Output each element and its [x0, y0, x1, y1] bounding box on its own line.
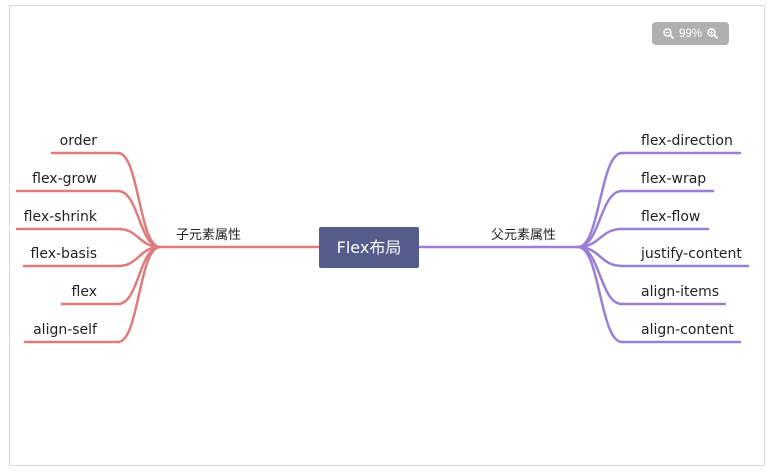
left-leaf-label: flex	[72, 284, 97, 300]
left-leaf-label: flex-basis	[31, 246, 97, 262]
right-branch-edges	[576, 151, 624, 344]
right-leaf-label: align-content	[641, 322, 734, 338]
right-edge-5	[576, 245, 624, 344]
zoom-level: 99%	[678, 27, 703, 40]
left-branch-edges	[116, 151, 162, 344]
left-leaf-label: order	[60, 133, 98, 149]
left-leaf-node[interactable]: flex-grow	[15, 171, 120, 193]
left-branch-label[interactable]: 子元素属性	[176, 228, 241, 243]
left-leaf-node[interactable]: align-self	[23, 322, 120, 344]
right-leaf-node[interactable]: align-content	[620, 322, 742, 344]
left-leaf-node[interactable]: flex-shrink	[15, 209, 120, 231]
zoom-out-icon[interactable]	[663, 28, 674, 39]
left-leaf-node[interactable]: flex-basis	[22, 246, 120, 268]
right-leaf-node[interactable]: flex-flow	[620, 209, 710, 231]
right-leaf-node[interactable]: flex-direction	[620, 133, 742, 155]
left-leaf-nodes: order flex-grow flex-shrink flex-basis flex a…	[15, 133, 120, 344]
left-edge-0	[116, 151, 162, 249]
right-branch-label[interactable]: 父元素属性	[491, 228, 556, 243]
right-leaf-node[interactable]: flex-wrap	[620, 171, 715, 193]
zoom-control: 99%	[652, 22, 729, 45]
right-leaf-label: flex-direction	[641, 133, 733, 149]
right-leaf-nodes: flex-direction flex-wrap flex-flow justify-…	[620, 133, 750, 344]
right-leaf-node[interactable]: align-items	[620, 284, 727, 306]
right-leaf-label: justify-content	[640, 246, 742, 262]
left-leaf-label: align-self	[33, 322, 98, 338]
right-leaf-label: align-items	[641, 284, 719, 300]
right-leaf-label: flex-flow	[641, 209, 700, 225]
root-node[interactable]: Flex布局	[319, 227, 419, 268]
left-edge-5	[116, 245, 162, 344]
right-leaf-node[interactable]: justify-content	[620, 246, 750, 268]
root-node-box	[319, 227, 419, 268]
zoom-in-icon[interactable]	[707, 28, 718, 39]
left-leaf-label: flex-grow	[32, 171, 97, 187]
left-leaf-node[interactable]: flex	[60, 284, 120, 306]
left-leaf-node[interactable]: order	[50, 133, 120, 155]
left-leaf-label: flex-shrink	[24, 209, 98, 225]
right-leaf-label: flex-wrap	[641, 171, 706, 187]
right-edge-0	[576, 151, 624, 249]
root-node-label: Flex布局	[337, 238, 402, 257]
